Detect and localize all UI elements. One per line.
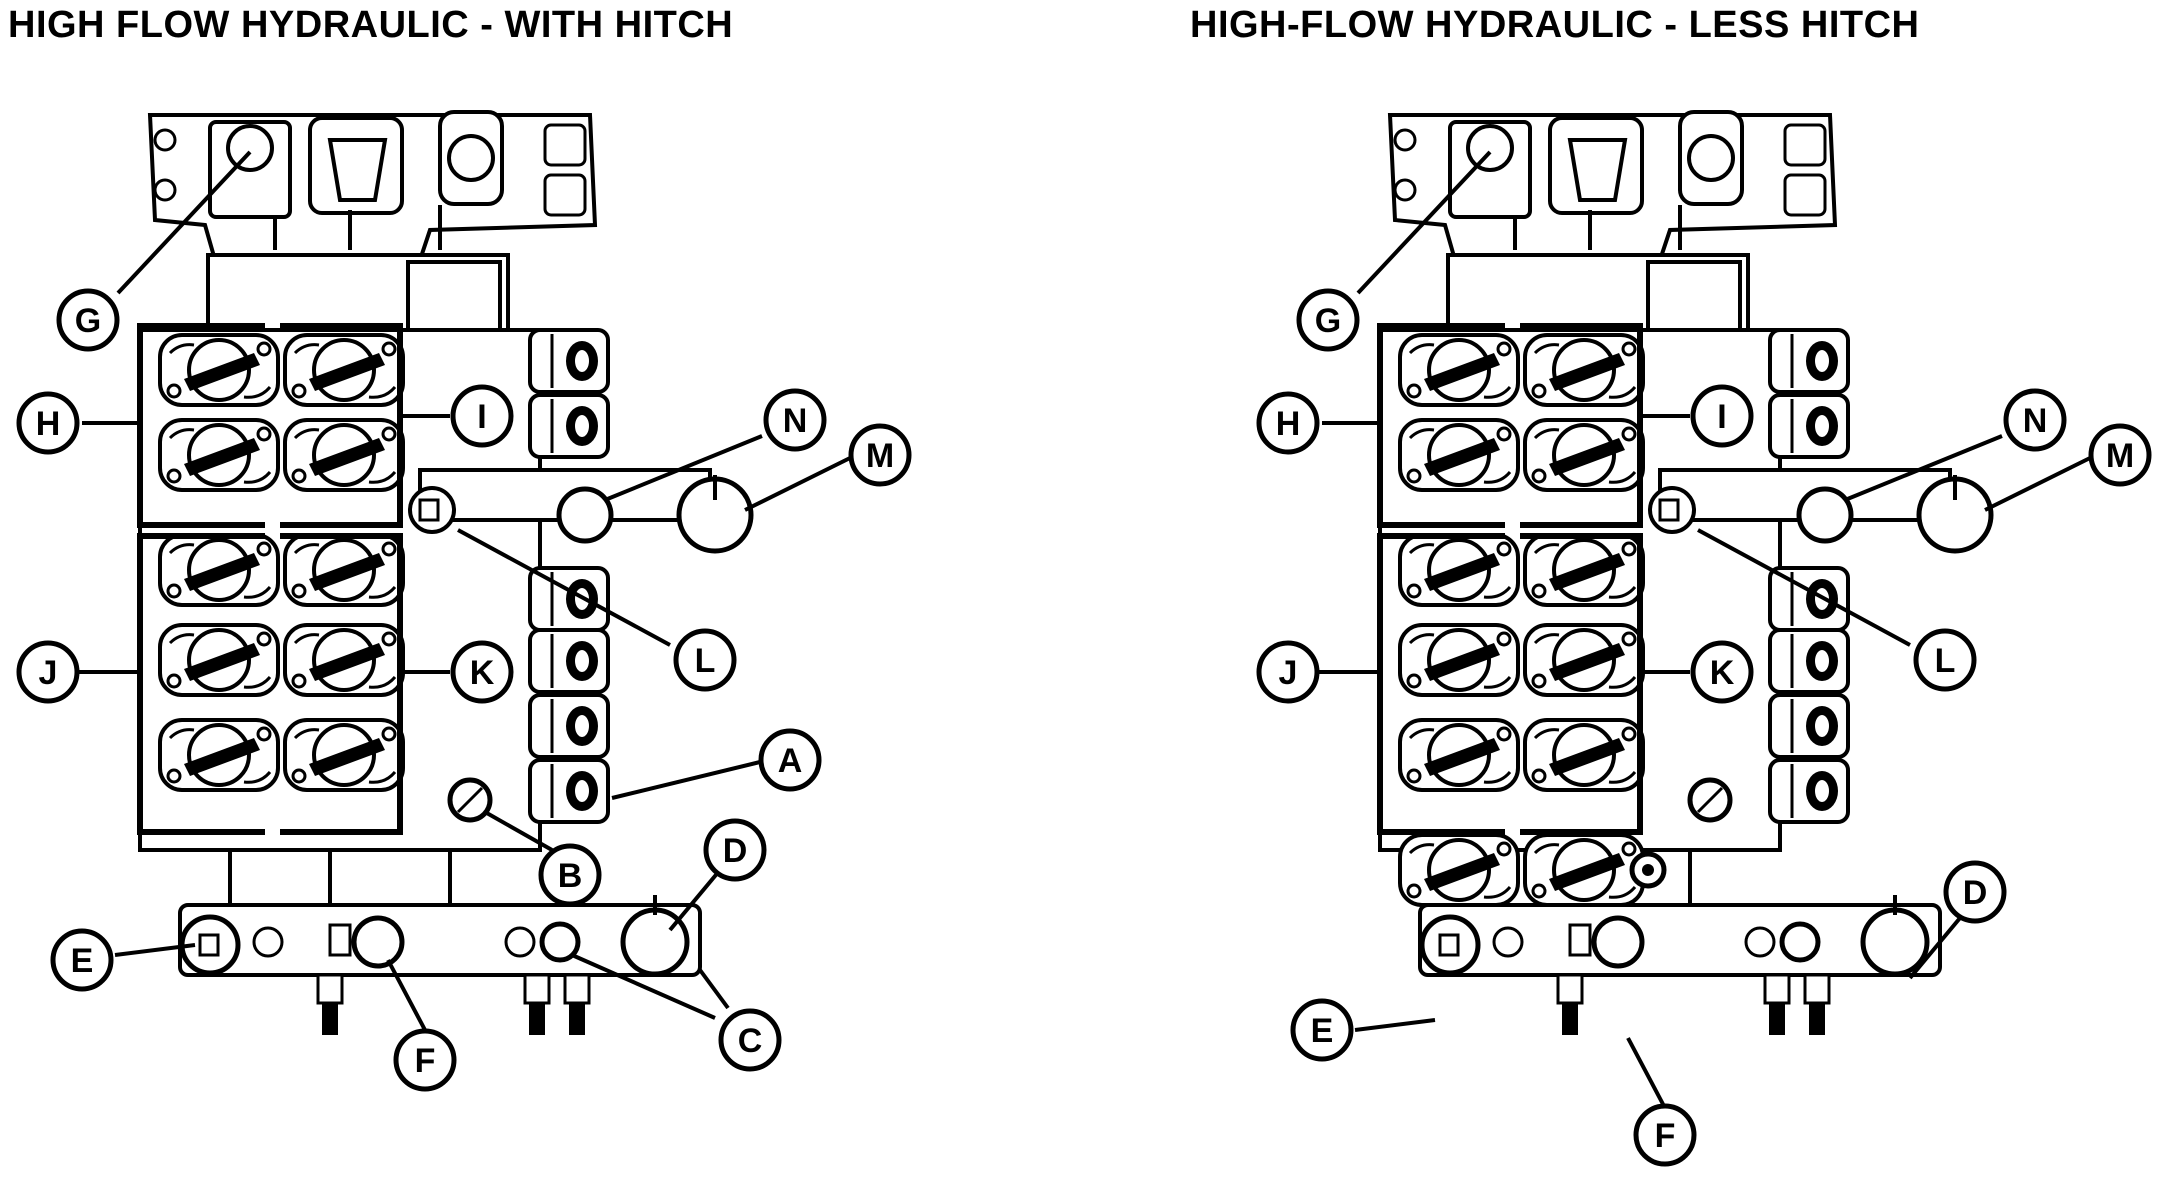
left-callout-letter: N	[783, 402, 808, 440]
left-callout-c: C	[718, 1008, 782, 1072]
right-callout-n: N	[2003, 388, 2067, 452]
callout-labels: G H I N M L J K A B D E F C G H I N M L J K D E F	[16, 288, 2152, 1167]
right-diagram-title: HIGH-FLOW HYDRAULIC - LESS HITCH	[1190, 4, 1920, 46]
right-callout-letter: E	[1311, 1012, 1334, 1050]
right-callout-l: L	[1913, 628, 1977, 692]
left-callout-letter: L	[695, 642, 716, 680]
left-callout-a: A	[758, 728, 822, 792]
right-leader-lines	[1318, 150, 2091, 1109]
left-callout-k: K	[450, 640, 514, 704]
right-callout-letter: I	[1717, 398, 1726, 436]
right-callout-e: E	[1290, 998, 1354, 1062]
left-callout-b: B	[538, 843, 602, 907]
left-callout-d: D	[703, 818, 767, 882]
left-callout-letter: I	[477, 398, 486, 436]
left-callout-n: N	[763, 388, 827, 452]
right-callout-letter: F	[1655, 1117, 1676, 1155]
left-callout-j: J	[16, 640, 80, 704]
left-callout-f: F	[393, 1028, 457, 1092]
left-callout-letter: G	[75, 302, 101, 340]
left-callout-letter: B	[558, 857, 583, 895]
left-bracket-j	[137, 533, 265, 835]
right-bracket-k	[1520, 533, 1643, 835]
left-callout-letter: H	[36, 405, 61, 443]
right-bracket-i	[1520, 323, 1643, 528]
left-callout-letter: M	[866, 437, 894, 475]
left-callout-letter: A	[778, 742, 803, 780]
right-callout-j: J	[1256, 640, 1320, 704]
right-callout-letter: G	[1315, 302, 1341, 340]
right-callout-i: I	[1690, 384, 1754, 448]
left-callout-letter: C	[738, 1022, 763, 1060]
left-callout-letter: D	[723, 832, 748, 870]
left-bracket-i	[280, 323, 403, 528]
left-leader-lines	[78, 150, 851, 1031]
right-callout-letter: N	[2023, 402, 2048, 440]
left-callout-letter: K	[470, 654, 495, 692]
right-callout-letter: K	[1710, 654, 1735, 692]
left-callout-h: H	[16, 391, 80, 455]
right-bracket-j	[1377, 533, 1505, 835]
right-callout-k: K	[1690, 640, 1754, 704]
left-diagram-title: HIGH FLOW HYDRAULIC - WITH HITCH	[8, 4, 734, 46]
right-callout-g: G	[1296, 288, 1360, 352]
left-callout-e: E	[50, 928, 114, 992]
right-valve-assembly	[1380, 112, 1991, 1035]
right-callout-m: M	[2088, 423, 2152, 487]
left-bracket-k	[280, 533, 403, 835]
right-callout-letter: M	[2106, 437, 2134, 475]
right-callout-h: H	[1256, 391, 1320, 455]
left-bracket-h	[137, 323, 265, 528]
left-valve-assembly	[140, 112, 751, 1035]
right-callout-letter: D	[1963, 874, 1988, 912]
right-bracket-h	[1377, 323, 1505, 528]
left-callout-m: M	[848, 423, 912, 487]
left-callout-letter: F	[415, 1042, 436, 1080]
left-callout-i: I	[450, 384, 514, 448]
left-callout-l: L	[673, 628, 737, 692]
left-callout-g: G	[56, 288, 120, 352]
right-callout-letter: H	[1276, 405, 1301, 443]
right-callout-letter: J	[1279, 654, 1298, 692]
right-callout-d: D	[1943, 860, 2007, 924]
left-callout-letter: J	[39, 654, 58, 692]
right-callout-f: F	[1633, 1103, 1697, 1167]
left-callout-letter: E	[71, 942, 94, 980]
right-callout-letter: L	[1935, 642, 1956, 680]
